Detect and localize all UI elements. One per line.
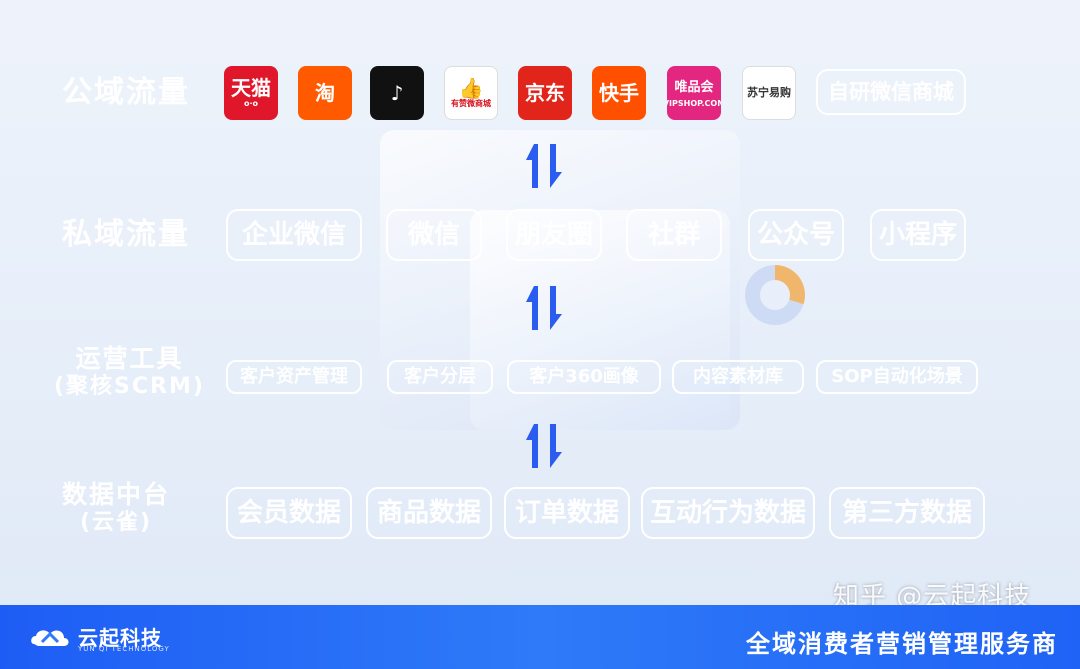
bidirectional-arrow-icon	[526, 286, 562, 330]
footer-bar	[0, 605, 1080, 669]
private-item-pill: 朋友圈	[506, 209, 602, 261]
data-platform-name: 数据中台	[62, 480, 171, 509]
data-item-pill: 第三方数据	[829, 487, 985, 539]
brand-english-name: YUN QI TECHNOLOGY	[78, 645, 170, 653]
public-traffic-title: 公域流量	[62, 75, 190, 110]
taobao-icon: 淘	[298, 66, 352, 120]
data-item-pill: 订单数据	[504, 487, 630, 539]
logo-sublabel: o·o	[243, 99, 259, 108]
operation-tools-subtitle: (聚核SCRM)	[54, 374, 205, 399]
private-item-pill: 企业微信	[226, 209, 362, 261]
logo-label: 苏宁易购	[747, 86, 791, 99]
logo-label: 天猫	[231, 76, 271, 100]
bidirectional-arrow-icon	[526, 144, 562, 188]
private-item-pill: 小程序	[870, 209, 966, 261]
self-developed-mall-pill: 自研微信商城	[816, 69, 966, 115]
private-item-pill: 社群	[626, 209, 722, 261]
douyin-icon: ♪	[370, 66, 424, 120]
tool-item-pill: SOP自动化场景	[816, 360, 978, 394]
data-item-pill: 互动行为数据	[641, 487, 815, 539]
logo-label: 快手	[599, 81, 639, 105]
tool-item-pill: 客户360画像	[507, 360, 661, 394]
data-platform-title: 数据中台 (云雀)	[62, 481, 170, 537]
suning-icon: 苏宁易购	[742, 66, 796, 120]
logo-sublabel: VIPSHOP.COM	[667, 99, 721, 108]
logo-label: 👍	[458, 76, 484, 100]
data-item-pill: 商品数据	[366, 487, 492, 539]
logo-label: 唯品会	[674, 80, 714, 95]
vipshop-icon: 唯品会 VIPSHOP.COM	[667, 66, 721, 120]
operation-tools-name: 运营工具	[75, 344, 184, 373]
bidirectional-arrow-icon	[526, 424, 562, 468]
logo-label: 淘	[315, 81, 335, 105]
brand-name: 云起科技	[78, 626, 162, 650]
tool-item-pill: 客户分层	[387, 360, 493, 394]
data-item-pill: 会员数据	[226, 487, 352, 539]
youzan-icon: 👍有赞微商城	[444, 66, 498, 120]
private-traffic-title: 私域流量	[62, 217, 190, 252]
private-item-pill: 微信	[386, 209, 482, 261]
tool-item-pill: 客户资产管理	[226, 360, 362, 394]
kuaishou-icon: 快手	[592, 66, 646, 120]
private-item-pill: 公众号	[748, 209, 844, 261]
footer-slogan: 全域消费者营销管理服务商	[746, 630, 1058, 658]
tool-item-pill: 内容素材库	[672, 360, 804, 394]
operation-tools-title: 运营工具 (聚核SCRM)	[54, 345, 205, 401]
data-platform-subtitle: (云雀)	[79, 510, 153, 535]
logo-sublabel: 有赞微商城	[451, 99, 491, 108]
jd-icon: 京东	[518, 66, 572, 120]
logo-label: ♪	[390, 81, 404, 105]
background-ring-decoration	[745, 265, 805, 325]
logo-label: 京东	[525, 81, 565, 105]
yunqi-logo-icon	[31, 630, 69, 646]
